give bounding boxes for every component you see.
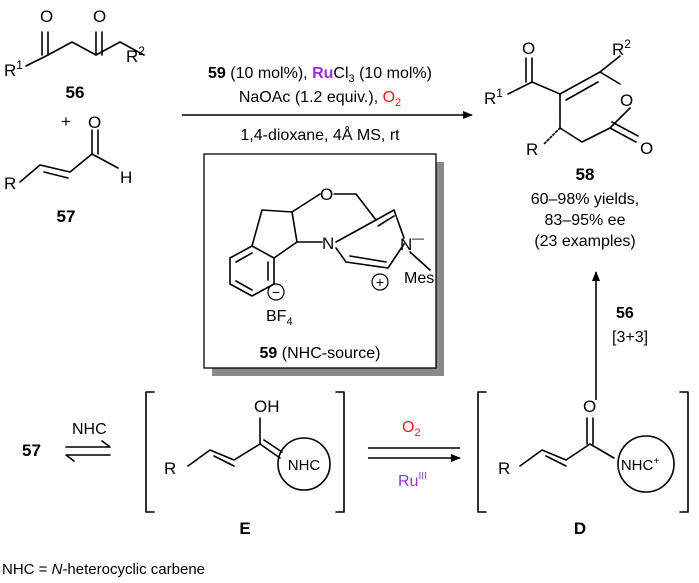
conditions-line-1: 59 (10 mol%), RuCl3 (10 mol%) (208, 65, 432, 85)
intermediate-e-label: E (239, 519, 250, 538)
c56-o2: O (93, 7, 106, 26)
c57-label: 57 (57, 207, 76, 226)
step-label: [3+3] (612, 329, 648, 346)
e-nhc-circle (277, 437, 331, 491)
c58-label: 58 (576, 165, 595, 184)
ox-o2: O2 (402, 419, 421, 439)
yields-text: 60–98% yields, (531, 191, 640, 208)
c59-plus: + (376, 274, 384, 290)
vertical-arrow: 56 [3+3] (592, 271, 648, 400)
results-summary: 60–98% yields, 83–95% ee (23 examples) (531, 191, 640, 250)
c59-mes: Mes (404, 270, 434, 287)
compound-58: O O O R2 R1 R 58 (484, 37, 653, 184)
c59-minus: − (272, 284, 280, 300)
conditions-line-2: NaOAc (1.2 equiv.), O2 (239, 89, 401, 109)
c57-o: O (88, 113, 101, 132)
mechanism-row: 57 NHC R OH NHC E O2 RuIII R O NHC+ D (22, 391, 689, 538)
c56-label: 56 (66, 83, 85, 102)
c58-r1: R1 (484, 86, 503, 108)
c59-o: O (320, 185, 333, 204)
d-r: R (498, 459, 510, 478)
footnote: NHC = N-heterocyclic carbene (2, 561, 205, 578)
c56-r1: R1 (4, 58, 23, 80)
c56-r2: R2 (126, 44, 145, 66)
mech-start-57: 57 (22, 441, 41, 460)
c56-o1: O (40, 7, 53, 26)
e-nhc: NHC (288, 457, 321, 474)
c59-plus-circle (371, 273, 389, 291)
c59-n2-dash: — (412, 231, 424, 245)
e-r: R (164, 459, 176, 478)
ru-iii: RuIII (398, 471, 427, 490)
d-o: O (583, 397, 596, 416)
c59-bf4: BF4 (266, 308, 293, 328)
examples-text: (23 examples) (534, 233, 635, 250)
ee-text: 83–95% ee (545, 212, 626, 229)
eq-label: NHC (72, 421, 107, 438)
d-nhc-plus: NHC+ (621, 456, 660, 474)
c57-h: H (120, 168, 132, 187)
plus-sign: + (61, 112, 71, 131)
conditions-line-3: 1,4-dioxane, 4Å MS, rt (240, 125, 400, 144)
c59-minus-circle (267, 283, 285, 301)
c58-o-carbonyl: O (640, 139, 653, 158)
main-reaction-arrow: 59 (10 mol%), RuCl3 (10 mol%) NaOAc (1.2… (182, 65, 473, 144)
c58-o-ring: O (620, 91, 633, 110)
c58-r2: R2 (612, 37, 631, 59)
compound-57: R O H 57 (4, 113, 132, 226)
e-oh: OH (254, 397, 280, 416)
step-reagent-56: 56 (616, 305, 634, 322)
intermediate-d-label: D (574, 519, 586, 538)
compound-56: O O R1 R2 56 (4, 7, 145, 102)
catalyst-59-box: O N N — + Mes − BF4 59 (NHC-source) (203, 153, 440, 372)
c57-r: R (4, 174, 16, 193)
c58-o1: O (522, 39, 535, 58)
c59-n1: N (322, 234, 334, 253)
c59-caption: 59 (NHC-source) (260, 345, 381, 362)
c59-n2: N (400, 235, 412, 254)
d-nhc-circle (617, 435, 675, 493)
c58-r: R (526, 140, 538, 159)
